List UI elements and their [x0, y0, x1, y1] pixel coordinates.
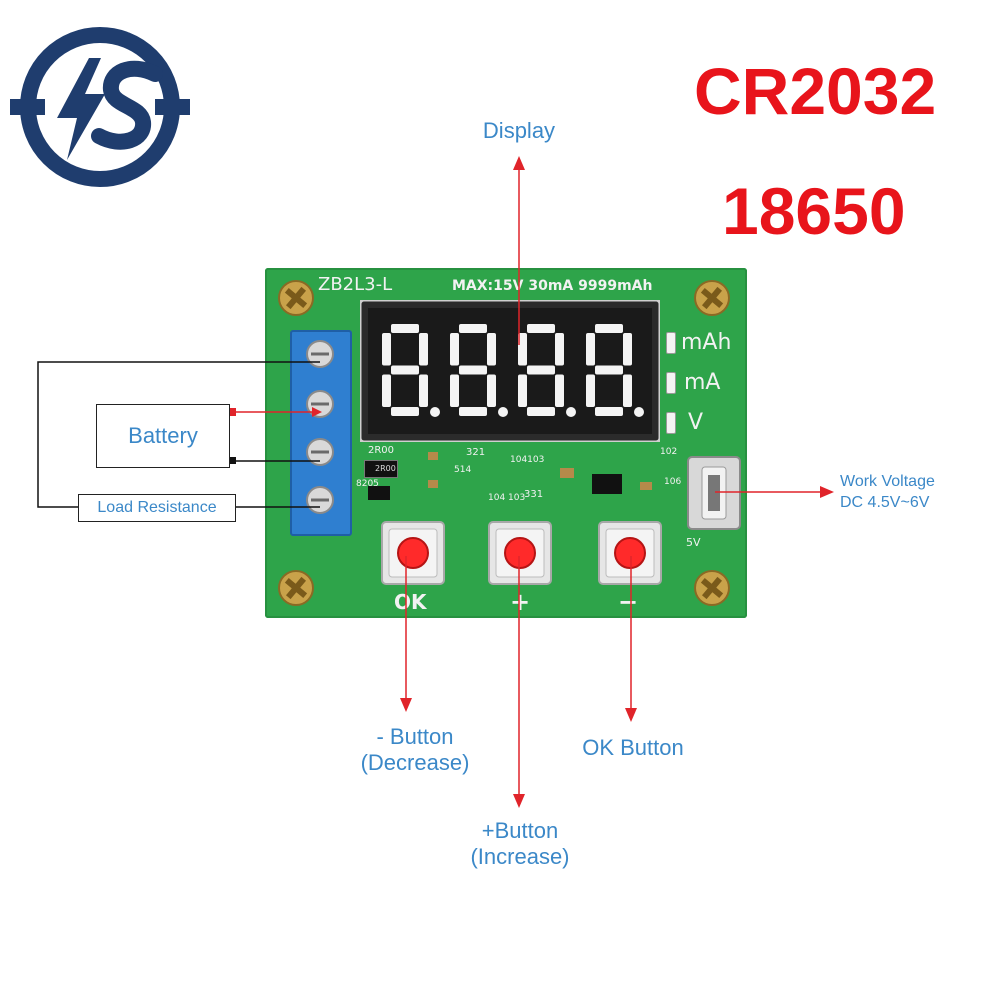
- display-segment: [595, 365, 623, 375]
- board-spec: MAX:15V 30mA 9999mAh: [452, 278, 653, 294]
- label-321: 321: [466, 447, 486, 458]
- plus-button-annotation: +Button (Increase): [450, 818, 590, 871]
- label-2r00: 2R00: [368, 445, 395, 456]
- label-106: 106: [664, 477, 682, 487]
- board-model: ZB2L3-L: [318, 274, 393, 295]
- push-button-icon[interactable]: [487, 520, 553, 586]
- display-segment: [555, 374, 564, 407]
- display-decimal-point: [430, 407, 440, 417]
- display-segment: [586, 333, 595, 366]
- display-segment: [595, 407, 623, 416]
- minus-button-annotation: - Button (Decrease): [340, 724, 490, 777]
- display-segment: [419, 333, 428, 366]
- display-segment: [459, 324, 487, 333]
- plus-button-line2: (Increase): [470, 844, 570, 870]
- display-segment: [518, 374, 527, 407]
- display-segment: [450, 333, 459, 366]
- minus-button-line1: - Button: [376, 724, 454, 749]
- unit-indicator-mah: [666, 332, 676, 354]
- work-voltage-annotation: Work Voltage DC 4.5V~6V: [840, 472, 935, 514]
- lightning-s-logo-icon: [10, 27, 190, 187]
- display-segment: [518, 333, 527, 366]
- load-resistance-box: Load Resistance: [78, 494, 236, 522]
- work-voltage-line1: Work Voltage: [840, 473, 935, 490]
- label-8205: 8205: [356, 479, 379, 489]
- board-button-plus-label: +: [510, 588, 531, 616]
- title-cr2032: CR2032: [694, 54, 937, 128]
- screw-icon: [278, 280, 314, 316]
- label-104103: 104103: [510, 455, 545, 465]
- display-segment: [487, 374, 496, 407]
- display-segment: [459, 407, 487, 416]
- label-331: 331: [524, 489, 544, 500]
- cap-4: [640, 482, 652, 490]
- cap-3: [560, 468, 574, 478]
- display-segment: [391, 407, 419, 416]
- cap-1: [428, 452, 438, 460]
- label-514: 514: [454, 465, 472, 475]
- display-segment: [382, 333, 391, 366]
- label-103: 103: [508, 493, 526, 503]
- display-segment: [391, 324, 419, 333]
- label-102: 102: [660, 447, 678, 457]
- load-resistance-label: Load Resistance: [97, 499, 217, 516]
- board-button-ok-label: OK: [394, 590, 427, 614]
- work-voltage-line2: DC 4.5V~6V: [840, 493, 930, 511]
- battery-label: Battery: [128, 423, 198, 448]
- display-segment: [586, 374, 595, 407]
- title-18650: 18650: [722, 174, 906, 248]
- plus-button-line1: +Button: [481, 818, 559, 843]
- display-segment: [595, 324, 623, 333]
- label-104: 104: [488, 493, 506, 503]
- usb-5v-label: 5V: [686, 536, 701, 549]
- unit-label-v: V: [688, 410, 704, 435]
- display-segment: [527, 324, 555, 333]
- battery-box: Battery: [96, 404, 230, 468]
- display-segment: [527, 365, 555, 375]
- display-segment: [391, 365, 419, 375]
- screw-icon: [694, 570, 730, 606]
- display-segment: [419, 374, 428, 407]
- display-segment: [450, 374, 459, 407]
- display-label: Display: [482, 118, 556, 143]
- display-decimal-point: [566, 407, 576, 417]
- display-decimal-point: [634, 407, 644, 417]
- ok-button-annotation: OK Button: [582, 735, 684, 760]
- display-segment: [487, 333, 496, 366]
- push-button-icon[interactable]: [380, 520, 446, 586]
- unit-indicator-v: [666, 412, 676, 434]
- unit-label-ma: mA: [684, 370, 721, 395]
- display-segment: [555, 333, 564, 366]
- display-segment: [623, 333, 632, 366]
- unit-label-mah: mAh: [681, 330, 732, 355]
- display-segment: [623, 374, 632, 407]
- board-button-minus-label: −: [618, 588, 639, 616]
- seven-segment-display: [360, 300, 660, 442]
- unit-indicator-ma: [666, 372, 676, 394]
- cap-2: [428, 480, 438, 488]
- chip-small-1: [368, 486, 390, 500]
- screw-icon: [694, 280, 730, 316]
- push-button-icon[interactable]: [597, 520, 663, 586]
- minus-button-line2: (Decrease): [360, 750, 470, 776]
- screw-icon: [278, 570, 314, 606]
- micro-usb-port-icon: [687, 456, 741, 530]
- label-2r00-b: 2R00: [375, 464, 396, 473]
- resistor-2r00: [364, 460, 398, 478]
- display-segment: [382, 374, 391, 407]
- display-segment: [527, 407, 555, 416]
- display-decimal-point: [498, 407, 508, 417]
- display-segment: [459, 365, 487, 375]
- chip-sot: [592, 474, 622, 494]
